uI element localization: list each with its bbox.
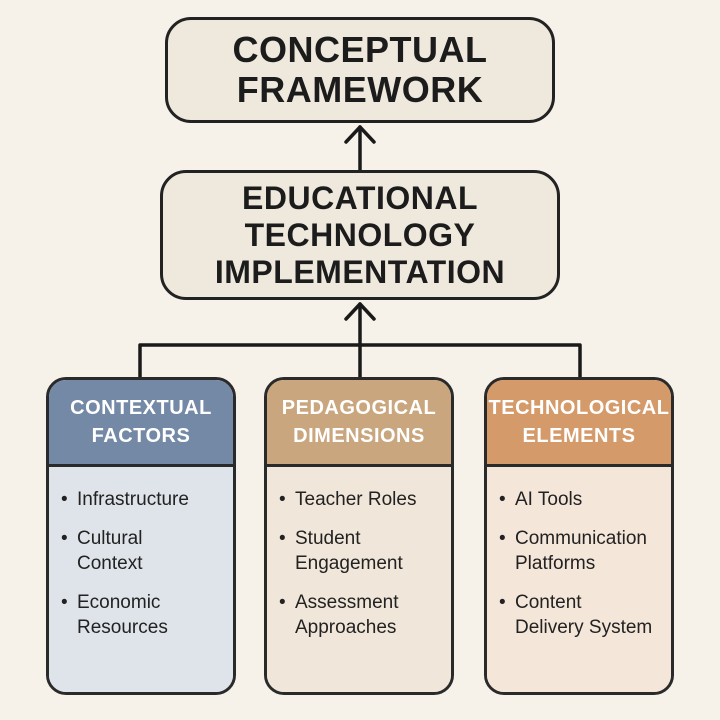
list-item: • Cultural Context [61, 526, 225, 576]
list-item: • Student Engagement [279, 526, 443, 576]
list-item-line: Student [295, 528, 361, 549]
list-item-text: AI Tools [515, 487, 582, 512]
contextual-factors-header: CONTEXTUAL FACTORS [49, 380, 233, 467]
mid-box-line-1: EDUCATIONAL [242, 179, 478, 216]
pedagogical-dimensions-header: PEDAGOGICAL DIMENSIONS [267, 380, 451, 467]
educational-technology-implementation-box: EDUCATIONAL TECHNOLOGY IMPLEMENTATION [160, 170, 560, 300]
bullet-icon: • [61, 489, 68, 510]
list-item-line: AI Tools [515, 489, 583, 510]
bullet-icon: • [61, 592, 68, 613]
bullet-icon: • [499, 592, 506, 613]
top-box-line-1: CONCEPTUAL [232, 29, 488, 70]
pedagogical-dimensions-card: PEDAGOGICAL DIMENSIONS • Teacher Roles •… [264, 377, 454, 695]
list-item-text: Assessment Approaches [295, 590, 398, 640]
list-item-line: Assessment [295, 592, 399, 613]
top-box-line-2: FRAMEWORK [236, 69, 484, 110]
list-item: • Assessment Approaches [279, 590, 443, 640]
technological-elements-body: • AI Tools • Communication Platforms • C… [487, 467, 671, 692]
technological-elements-header: TECHNOLOGICAL ELEMENTS [487, 380, 671, 467]
list-item-text: Infrastructure [77, 487, 189, 512]
card-title-line: DIMENSIONS [293, 425, 425, 447]
bullet-icon: • [499, 528, 506, 549]
bullet-icon: • [61, 528, 68, 549]
list-item-text: Teacher Roles [295, 487, 416, 512]
card-title-line: CONTEXTUAL [70, 397, 212, 419]
list-item: • Infrastructure [61, 487, 225, 512]
card-title-line: PEDAGOGICAL [281, 397, 437, 419]
list-item-text: Communication Platforms [515, 526, 647, 576]
list-item-line: Economic [77, 592, 161, 613]
list-item-line: Context [77, 553, 143, 574]
card-title-line: ELEMENTS [522, 425, 636, 447]
list-item-line: Infrastructure [77, 489, 189, 510]
list-item-line: Delivery System [515, 617, 653, 638]
list-item-line: Engagement [295, 553, 403, 574]
list-item-line: Communication [515, 528, 647, 549]
list-item: • Communication Platforms [499, 526, 663, 576]
conceptual-framework-box: CONCEPTUAL FRAMEWORK [165, 17, 555, 123]
list-item-text: Cultural Context [77, 526, 142, 576]
arrow-to-middle-head [344, 302, 376, 321]
list-item-line: Platforms [515, 553, 596, 574]
mid-box-line-3: IMPLEMENTATION [214, 253, 506, 290]
mid-box-line-2: TECHNOLOGY [244, 216, 476, 253]
bullet-icon: • [279, 528, 286, 549]
bullet-icon: • [499, 489, 506, 510]
bullet-icon: • [279, 592, 286, 613]
list-item: • AI Tools [499, 487, 663, 512]
list-item-line: Teacher Roles [295, 489, 417, 510]
list-item: • Teacher Roles [279, 487, 443, 512]
list-item-line: Cultural [77, 528, 143, 549]
pedagogical-dimensions-body: • Teacher Roles • Student Engagement • A… [267, 467, 451, 692]
card-title-line: FACTORS [91, 425, 191, 447]
contextual-factors-card: CONTEXTUAL FACTORS • Infrastructure • Cu… [46, 377, 236, 695]
list-item-text: Content Delivery System [515, 590, 652, 640]
bullet-list: • Infrastructure • Cultural Context • Ec… [61, 487, 225, 640]
bullet-icon: • [279, 489, 286, 510]
bullet-list: • Teacher Roles • Student Engagement • A… [279, 487, 443, 640]
list-item: • Economic Resources [61, 590, 225, 640]
list-item-text: Economic Resources [77, 590, 168, 640]
list-item-line: Content [515, 592, 582, 613]
arrow-to-top-head [344, 125, 376, 144]
technological-elements-card: TECHNOLOGICAL ELEMENTS • AI Tools • Comm… [484, 377, 674, 695]
bullet-list: • AI Tools • Communication Platforms • C… [499, 487, 663, 640]
list-item-line: Resources [77, 617, 168, 638]
list-item-text: Student Engagement [295, 526, 403, 576]
list-item: • Content Delivery System [499, 590, 663, 640]
card-title-line: TECHNOLOGICAL [488, 397, 670, 419]
contextual-factors-body: • Infrastructure • Cultural Context • Ec… [49, 467, 233, 692]
list-item-line: Approaches [295, 617, 397, 638]
